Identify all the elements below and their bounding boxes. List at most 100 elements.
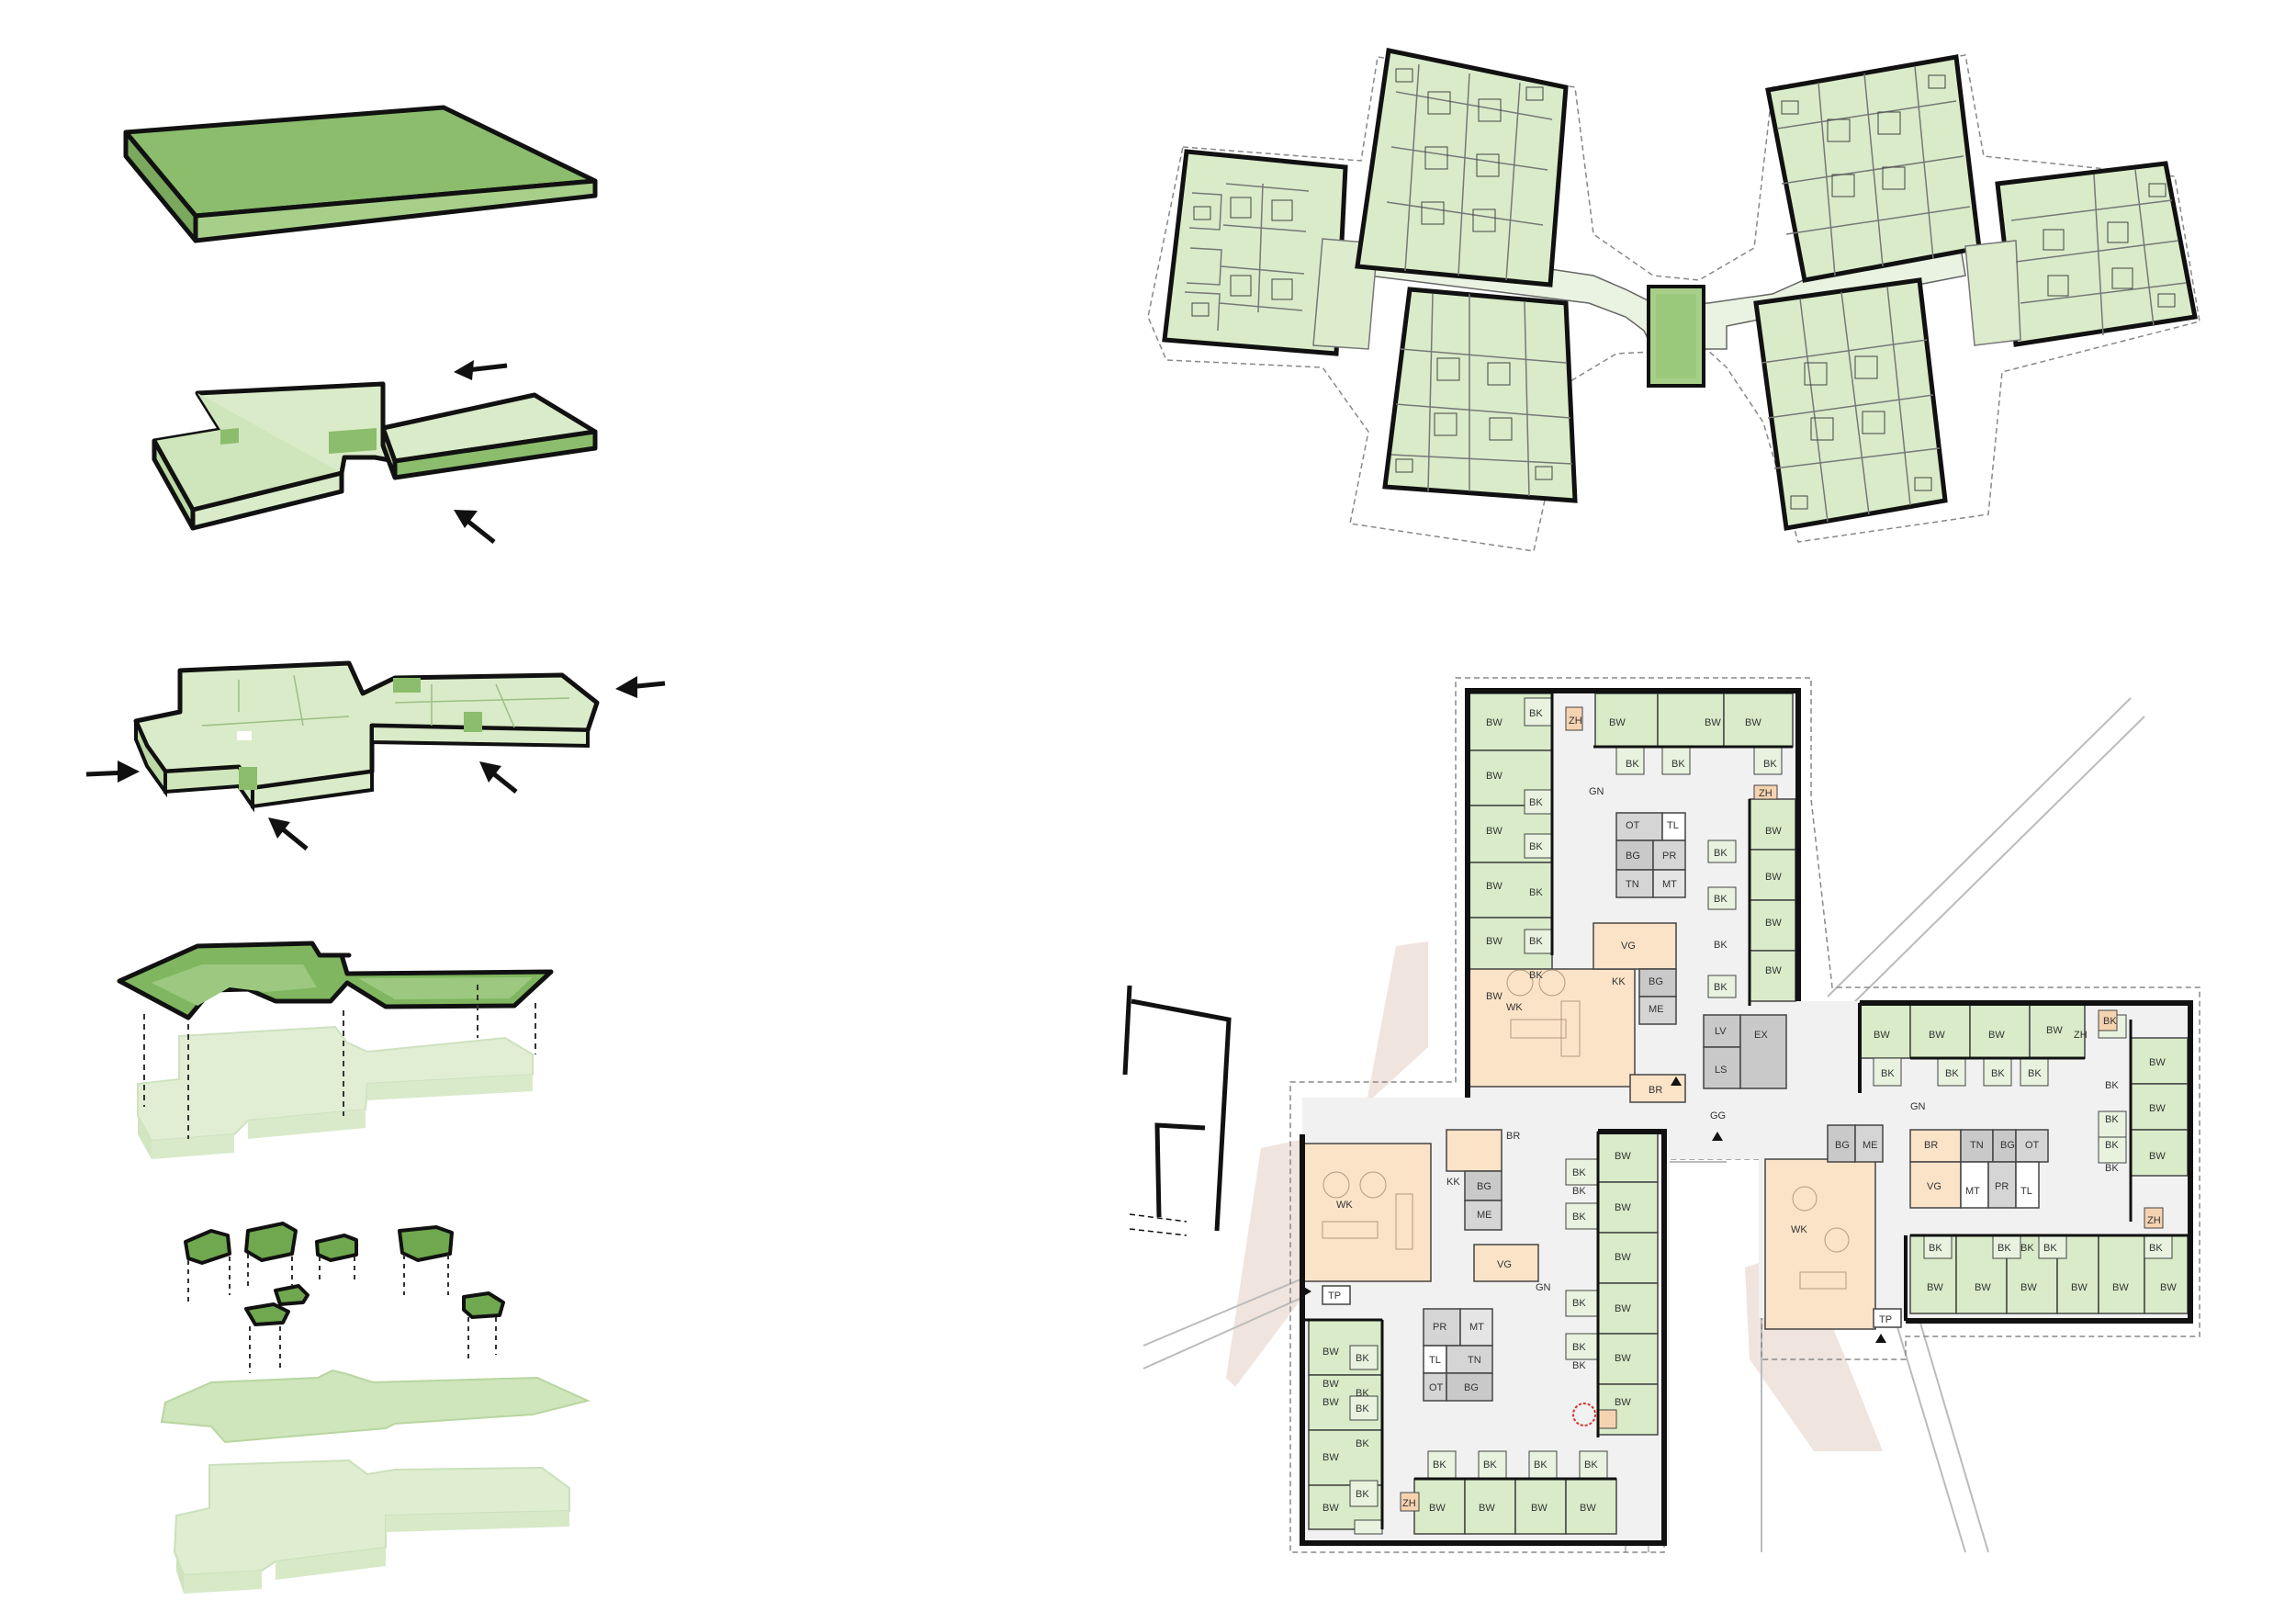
room-label: BW <box>1486 717 1503 728</box>
room-label: BW <box>1322 1503 1339 1514</box>
room-label: VG <box>1497 1259 1512 1270</box>
room-label: BK <box>1572 1298 1586 1309</box>
room-label: TN <box>1626 879 1639 890</box>
room-label: ME <box>1863 1140 1878 1151</box>
room-label: LV <box>1715 1026 1727 1037</box>
room-label: BG <box>1477 1181 1491 1192</box>
room-label: BW <box>1927 1282 1943 1293</box>
room-label: BW <box>1486 936 1503 947</box>
room-label: BW <box>1429 1503 1446 1514</box>
room-label: BK <box>2105 1114 2119 1125</box>
room-label: BK <box>1572 1212 1586 1223</box>
room-label: GN <box>1910 1101 1926 1112</box>
cluster-west-inner-north <box>1355 48 1569 287</box>
room-label: GN <box>1589 786 1604 797</box>
room-label: BW <box>1975 1282 1991 1293</box>
room-label: BW <box>1765 872 1782 883</box>
room-label: PR <box>1433 1322 1446 1333</box>
cluster-west-inner-south <box>1382 287 1578 503</box>
room-label: BW <box>1765 826 1782 837</box>
arrow-icon <box>454 510 496 544</box>
room-label: BK <box>2103 1016 2117 1027</box>
cluster-west-outer <box>1162 149 1379 356</box>
massing-step-3-clusters <box>133 660 600 813</box>
room-label: BK <box>1714 894 1728 905</box>
room-label: MT <box>1662 879 1677 890</box>
room-label: GG <box>1710 1110 1726 1121</box>
arrow-icon <box>615 676 666 698</box>
room-label: MT <box>1469 1322 1484 1333</box>
massing-step-1-slab <box>123 105 598 243</box>
room-labels: BW BW BW BW BW BW BK BK BK BK BK BK ZH B… <box>1322 708 2177 1514</box>
room-label: BW <box>2020 1282 2037 1293</box>
room-label: BW <box>1486 771 1503 782</box>
room-label: BK <box>1529 841 1543 852</box>
room-label: BK <box>1584 1460 1598 1471</box>
room-label: BW <box>1705 717 1721 728</box>
room-label: BW <box>1486 826 1503 837</box>
room-label: BW <box>1322 1379 1339 1390</box>
room-label: BW <box>1486 991 1503 1002</box>
room-label: BK <box>1356 1388 1369 1399</box>
room-label: VG <box>1927 1181 1941 1192</box>
room-label: OT <box>2025 1140 2040 1151</box>
massing-step-5-roofs-exploded <box>160 1222 591 1594</box>
room-label: BG <box>2000 1140 2015 1151</box>
arrow-icon <box>479 761 518 794</box>
massing-step-2-carved <box>152 381 598 531</box>
room-label: TL <box>1429 1355 1441 1366</box>
room-label: BK <box>1763 759 1777 770</box>
room-label: WK <box>1336 1200 1353 1211</box>
arrow-icon <box>454 360 508 380</box>
room-label: BW <box>1874 1030 1890 1041</box>
room-label: PR <box>1995 1181 2009 1192</box>
room-label: BW <box>1615 1151 1631 1162</box>
room-label: BK <box>1534 1460 1548 1471</box>
room-label: KK <box>1612 976 1626 987</box>
room-label: ZH <box>1402 1498 1416 1509</box>
room-label: BK <box>1998 1243 2011 1254</box>
room-label: BK <box>2105 1140 2119 1151</box>
room-label: BW <box>1615 1353 1631 1364</box>
room-label: BR <box>1506 1131 1520 1142</box>
room-label: BG <box>1464 1382 1479 1393</box>
room-label: BW <box>2071 1282 2088 1293</box>
room-label: BW <box>2160 1282 2177 1293</box>
room-label: WK <box>1506 1002 1523 1013</box>
room-label: LS <box>1715 1065 1727 1076</box>
room-label: BW <box>1765 918 1782 929</box>
room-label: BK <box>1529 708 1543 719</box>
room-label: TP <box>1328 1291 1341 1302</box>
room-label: BW <box>2149 1151 2166 1162</box>
room-label: BK <box>1529 887 1543 898</box>
south-wing <box>1300 1129 1667 1546</box>
room-label: TP <box>1879 1314 1892 1325</box>
room-label: TN <box>1468 1355 1481 1366</box>
room-label: BW <box>1929 1030 1945 1041</box>
room-label: BW <box>1615 1397 1631 1408</box>
room-label: BK <box>1529 936 1543 947</box>
room-label: BK <box>1714 848 1728 859</box>
room-label: BK <box>2020 1243 2034 1254</box>
room-label: BK <box>1572 1360 1586 1371</box>
room-label: BR <box>1924 1140 1938 1151</box>
room-label: BK <box>1572 1342 1586 1353</box>
room-label: BW <box>1765 965 1782 976</box>
north-wing <box>1465 688 1801 1103</box>
room-label: BW <box>2149 1103 2166 1114</box>
room-label: VG <box>1621 941 1636 952</box>
room-label: BW <box>1615 1303 1631 1314</box>
room-label: BK <box>1529 970 1543 981</box>
overall-floor-plan <box>1147 48 2200 552</box>
room-label: BW <box>1615 1202 1631 1213</box>
room-label: ME <box>1649 1004 1664 1015</box>
room-label: BW <box>1988 1030 2005 1041</box>
room-label: BK <box>1572 1186 1586 1197</box>
room-label: BK <box>1356 1489 1369 1500</box>
room-label: BW <box>1615 1252 1631 1263</box>
room-label: ZH <box>2074 1030 2088 1041</box>
room-label: BW <box>2046 1025 2063 1036</box>
room-label: BW <box>1745 717 1761 728</box>
cluster-east-inner-north <box>1765 54 1982 283</box>
room-label: BR <box>1649 1085 1662 1096</box>
